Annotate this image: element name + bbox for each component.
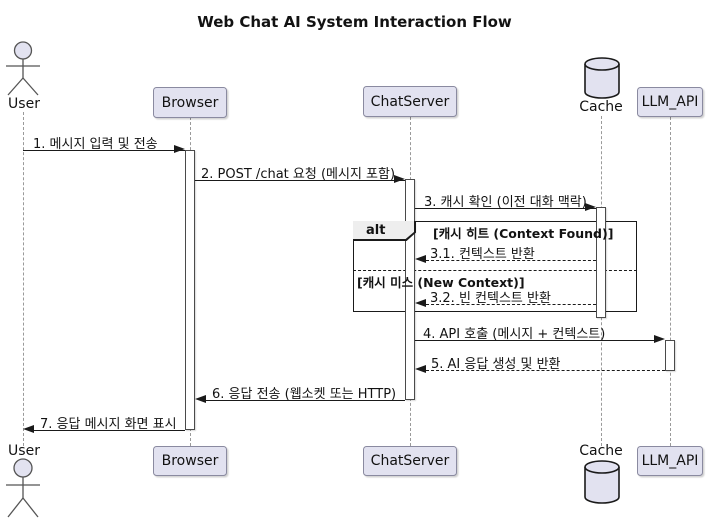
message-line-1 [23, 150, 185, 151]
arrowhead-left-icon [415, 255, 426, 263]
message-label-2: 2. POST /chat 요청 (메시지 포함) [201, 167, 396, 182]
participant-llm-api-label: LLM_API [641, 94, 699, 110]
arrowhead-left-icon [415, 365, 426, 373]
participant-cache-bottom-label: Cache [579, 443, 623, 459]
diagram-title: Web Chat AI System Interaction Flow [197, 13, 512, 31]
actor-icon [1, 41, 45, 97]
arrowhead-right-icon [394, 175, 405, 183]
activation-browser [185, 150, 195, 430]
message-line-7 [34, 430, 185, 431]
message-label-4: 4. API 호출 (메시지 + 컨텍스트) [423, 327, 606, 342]
message-label-3-2: 3.2. 빈 컨텍스트 반환 [430, 291, 551, 306]
arrowhead-right-icon [174, 145, 185, 153]
arrowhead-left-icon [195, 395, 206, 403]
participant-browser-label: Browser [161, 453, 219, 469]
activation-cache [596, 207, 606, 318]
alt-operator-label: alt [353, 221, 415, 240]
participant-llm-api-bottom: LLM_API [637, 446, 703, 476]
message-line-3-1 [426, 260, 596, 261]
message-label-1: 1. 메시지 입력 및 전송 [33, 137, 158, 152]
message-line-4 [415, 340, 654, 341]
participant-llm-api-top: LLM_API [637, 87, 703, 117]
alt-operator-tab: alt [353, 221, 416, 241]
message-line-3 [415, 208, 596, 209]
message-label-3-1: 3.1. 컨텍스트 반환 [430, 247, 535, 262]
database-icon [583, 459, 621, 505]
arrowhead-right-icon [585, 203, 596, 211]
message-line-5 [426, 370, 665, 371]
message-label-3: 3. 캐시 확인 (이전 대화 맥락) [424, 195, 587, 210]
arrowhead-left-icon [23, 425, 34, 433]
participant-user-bottom-label: User [8, 443, 40, 459]
participant-chatserver-bottom: ChatServer [363, 446, 457, 476]
participant-browser-label: Browser [161, 94, 219, 111]
participant-cache-top-label: Cache [579, 99, 623, 115]
arrowhead-right-icon [654, 335, 665, 343]
message-label-7: 7. 응답 메시지 화면 표시 [40, 417, 177, 432]
activation-llm-api [665, 340, 675, 371]
lifeline-llm-api [670, 117, 671, 446]
alt-divider [353, 270, 637, 271]
guard-cache-hit: [캐시 히트 (Context Found)] [433, 226, 614, 241]
message-label-5: 5. AI 응답 생성 및 반환 [431, 357, 561, 372]
participant-browser-bottom: Browser [153, 446, 227, 476]
message-line-3-2 [426, 304, 596, 305]
participant-chatserver-top: ChatServer [363, 86, 457, 117]
participant-chatserver-label: ChatServer [370, 453, 450, 469]
activation-chatserver [405, 179, 415, 400]
participant-user-top-label: User [8, 96, 40, 112]
participant-llm-api-label: LLM_API [641, 453, 699, 469]
message-label-6: 6. 응답 전송 (웹소켓 또는 HTTP) [212, 387, 397, 402]
actor-icon [1, 458, 45, 520]
arrowhead-left-icon [415, 299, 426, 307]
participant-chatserver-label: ChatServer [370, 93, 450, 110]
participant-browser-top: Browser [153, 87, 227, 118]
guard-cache-miss: [캐시 미스 (New Context)] [357, 275, 525, 290]
message-line-2 [195, 180, 405, 181]
alt-frame [353, 221, 637, 312]
message-line-6 [206, 400, 405, 401]
lifeline-user [23, 112, 24, 446]
database-icon [583, 56, 621, 100]
